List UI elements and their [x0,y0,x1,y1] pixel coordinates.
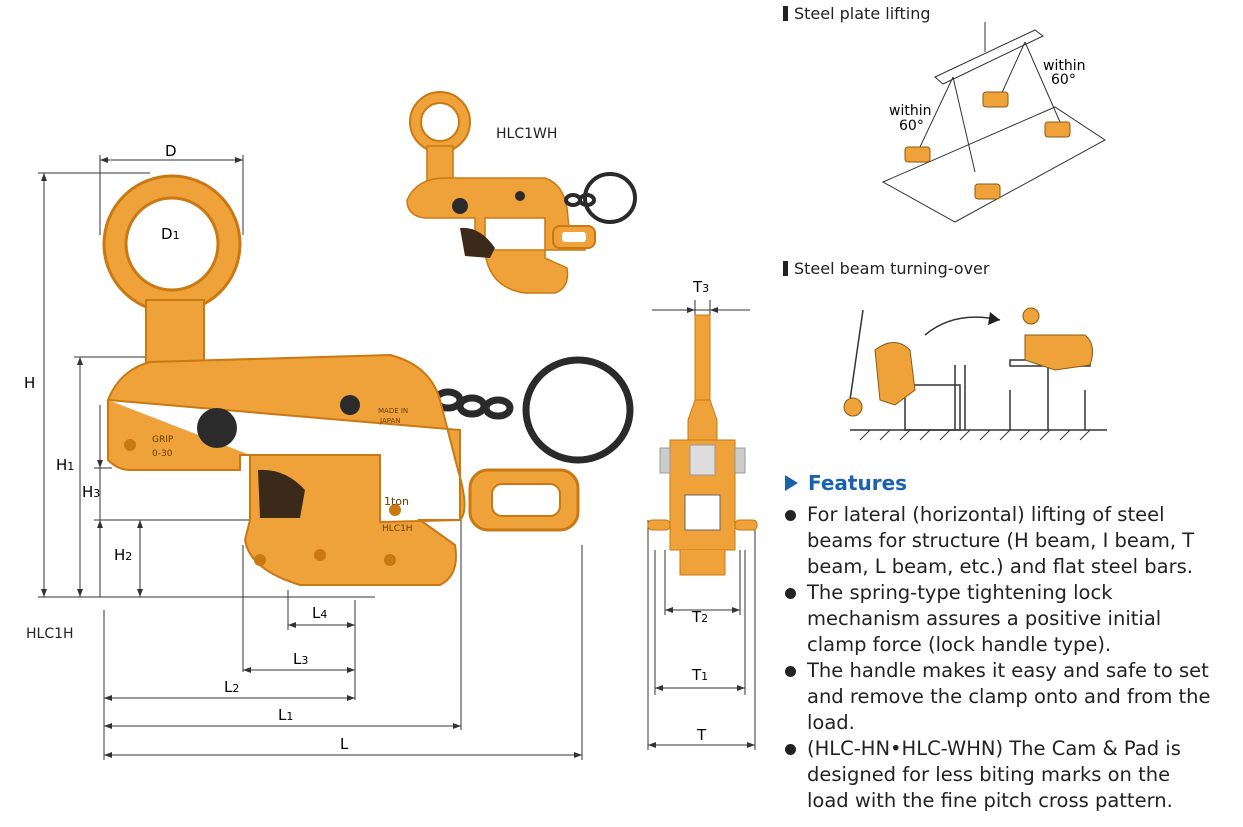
features-list: For lateral (horizontal) lifting of stee… [783,502,1213,814]
feature-item: The spring-type tightening lock mechanis… [783,580,1213,658]
dim-h3: H3 [82,483,100,501]
dim-l1: L1 [278,706,293,724]
small-clamp-drawing [406,91,637,294]
features-heading: Features [785,471,907,495]
side-view-drawing: T3 T2 T1 T [647,278,758,750]
beam-turning-illustration [843,307,1107,441]
dim-d1: D1 [161,225,180,243]
title-bar-marker [783,6,788,21]
dim-l: L [340,735,349,753]
dim-l4: L4 [312,604,327,622]
bullet-icon [785,510,796,521]
mark-capacity: 1ton [384,495,409,508]
model-label-hlc1h: HLC1H [26,626,74,642]
title-bar-marker [783,261,788,276]
feature-item: (HLC-HN•HLC-WHN) The Cam & Pad is design… [783,736,1213,814]
dim-l2: L2 [224,678,239,696]
main-clamp-drawing: GRIP 0-30 MADE IN JAPAN 1ton HLC1H D D1 … [24,142,634,760]
feature-item: The handle makes it easy and safe to set… [783,658,1213,736]
bullet-icon [785,666,796,677]
dim-l3: L3 [293,650,308,668]
mark-grip: GRIP [152,435,174,445]
mark-made-in: MADE IN [378,407,408,415]
feature-item: For lateral (horizontal) lifting of stee… [783,502,1213,580]
beam-turning-title: Steel beam turning-over [783,259,989,278]
lifting-eye [102,174,242,391]
dim-t3: T3 [692,278,709,296]
angle-left-value: 60° [899,118,924,134]
dim-t2: T2 [691,608,708,626]
plate-lifting-illustration: within 60° within 60° [881,22,1106,223]
triangle-icon [785,475,798,491]
model-label-hlc1wh: HLC1WH [496,126,558,142]
dim-h1: H1 [56,456,74,474]
plate-lifting-title: Steel plate lifting [783,4,931,23]
dim-h: H [24,374,35,392]
mark-model: HLC1H [382,524,413,534]
angle-right-value: 60° [1051,72,1076,88]
bullet-icon [785,588,796,599]
mark-grip-range: 0-30 [152,449,173,459]
bullet-icon [785,744,796,755]
chain-ring [432,356,634,464]
dim-h2: H2 [114,546,132,564]
dim-t1: T1 [691,666,708,684]
dim-t: T [696,726,707,744]
dim-d: D [165,142,177,160]
mark-japan: JAPAN [379,417,401,425]
angle-left-label: within [889,103,931,119]
clamp-body [106,353,580,586]
angle-right-label: within [1043,58,1085,74]
